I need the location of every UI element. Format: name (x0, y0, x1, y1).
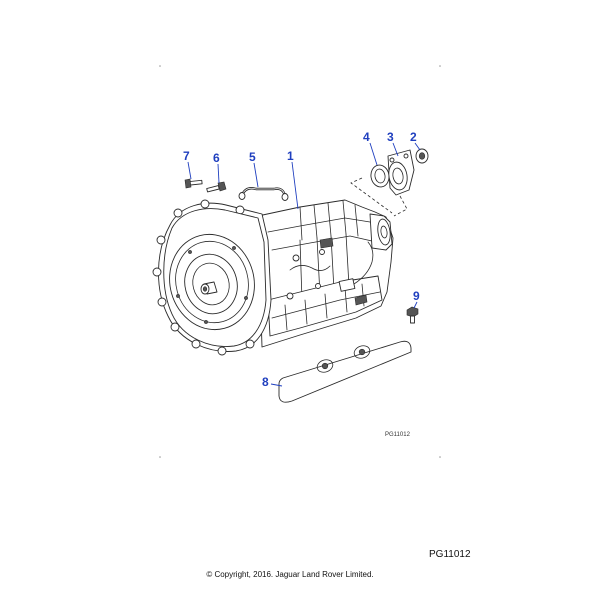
callout-number[interactable]: 7 (183, 149, 190, 163)
bolt-part-7 (184, 178, 203, 189)
footer-plate-code: PG11012 (429, 549, 471, 560)
callout-1[interactable]: 1 (287, 149, 299, 210)
callout-4[interactable]: 4 (363, 130, 378, 166)
callout-number[interactable]: 9 (413, 289, 420, 303)
callout-6[interactable]: 6 (213, 151, 220, 184)
callout-number[interactable]: 3 (387, 130, 394, 144)
callout-number[interactable]: 1 (287, 149, 294, 163)
callout-9[interactable]: 9 (413, 289, 420, 309)
callout-number[interactable]: 4 (363, 130, 370, 144)
flange-housing-part-3 (387, 149, 415, 196)
bolt-part-6 (206, 181, 227, 193)
transmission-assembly (152, 199, 394, 356)
figure-plate-code: PG11012 (385, 432, 411, 438)
bracket-part-5 (238, 187, 289, 201)
copyright-notice: © Copyright, 2016. Jaguar Land Rover Lim… (206, 570, 373, 579)
callout-2[interactable]: 2 (410, 130, 421, 151)
callout-7[interactable]: 7 (183, 149, 192, 180)
callout-number[interactable]: 8 (262, 375, 269, 389)
seal-ring-part-4 (370, 164, 390, 188)
washer-part-2 (415, 148, 429, 164)
crop-marks (159, 65, 441, 458)
callout-3[interactable]: 3 (387, 130, 399, 157)
callout-number[interactable]: 2 (410, 130, 417, 144)
assembly-guide-lines (350, 177, 408, 217)
shield-plate-part-8 (278, 340, 412, 403)
callout-number[interactable]: 5 (249, 150, 256, 164)
callout-8[interactable]: 8 (262, 375, 283, 389)
callout-5[interactable]: 5 (249, 150, 259, 188)
bolt-part-9 (406, 306, 419, 324)
callout-number[interactable]: 6 (213, 151, 220, 165)
